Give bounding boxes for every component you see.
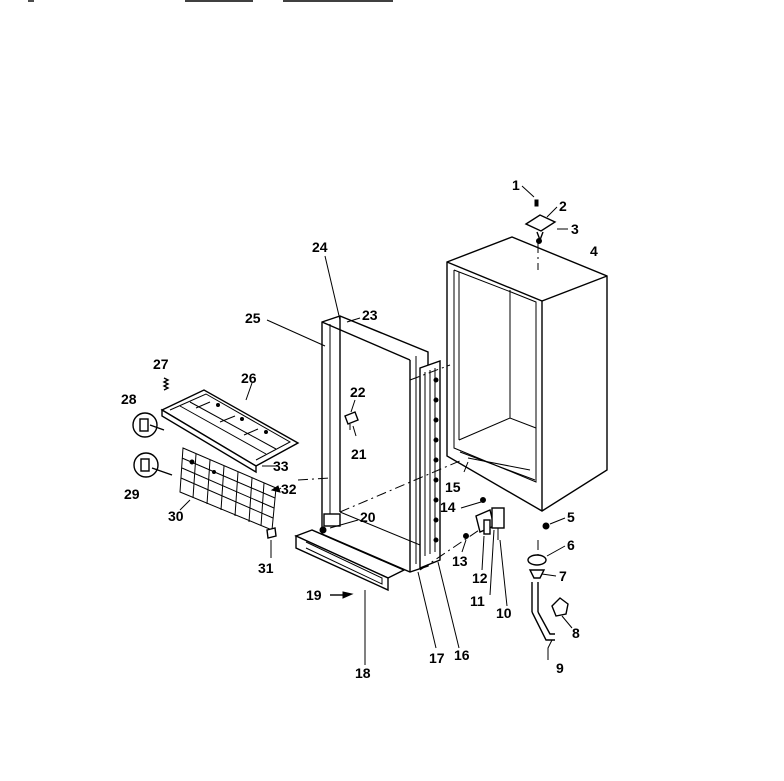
callout-17: 17	[429, 650, 445, 666]
clip-31	[266, 527, 277, 539]
callout-3: 3	[571, 221, 579, 237]
screw-19	[330, 591, 354, 599]
callout-24: 24	[312, 239, 328, 255]
callout-1: 1	[512, 177, 520, 193]
leveling-parts	[527, 522, 569, 641]
callout-27: 27	[153, 356, 169, 372]
callout-22: 22	[350, 384, 366, 400]
callout-29: 29	[124, 486, 140, 502]
callout-13: 13	[452, 553, 468, 569]
door-catch	[344, 411, 359, 430]
door-liner	[419, 360, 441, 570]
clip-28	[132, 412, 165, 438]
callout-18: 18	[355, 665, 371, 681]
callout-32: 32	[281, 481, 297, 497]
callout-8: 8	[572, 625, 580, 641]
callout-labels: 1 2 3 4 5 6 7 8 9 10 11 12 13 14 15 16 1…	[121, 177, 598, 681]
callout-28: 28	[121, 391, 137, 407]
door	[319, 315, 429, 573]
callout-20: 20	[360, 509, 376, 525]
callout-6: 6	[567, 537, 575, 553]
callout-33: 33	[273, 458, 289, 474]
callout-25: 25	[245, 310, 261, 326]
callout-31: 31	[258, 560, 274, 576]
callout-9: 9	[556, 660, 564, 676]
callout-11: 11	[470, 593, 485, 609]
callout-30: 30	[168, 508, 184, 524]
clip-29	[133, 452, 173, 478]
callout-21: 21	[351, 446, 367, 462]
bottom-hinge	[463, 497, 505, 540]
leader-lines	[179, 185, 573, 665]
callout-23: 23	[362, 307, 378, 323]
callout-15: 15	[445, 479, 461, 495]
spring-27	[162, 377, 170, 391]
callout-10: 10	[496, 605, 512, 621]
kickplate	[294, 529, 406, 592]
callout-26: 26	[241, 370, 257, 386]
callout-5: 5	[567, 509, 575, 525]
callout-19: 19	[306, 587, 322, 603]
basket-grid	[180, 453, 276, 527]
top-hinge	[524, 199, 557, 270]
shelf-cover	[160, 389, 300, 474]
callout-4: 4	[590, 243, 598, 259]
callout-7: 7	[559, 568, 567, 584]
callout-16: 16	[454, 647, 470, 663]
callout-12: 12	[472, 570, 488, 586]
callout-2: 2	[559, 198, 567, 214]
liner-bumps	[433, 377, 439, 543]
callout-14: 14	[440, 499, 456, 515]
